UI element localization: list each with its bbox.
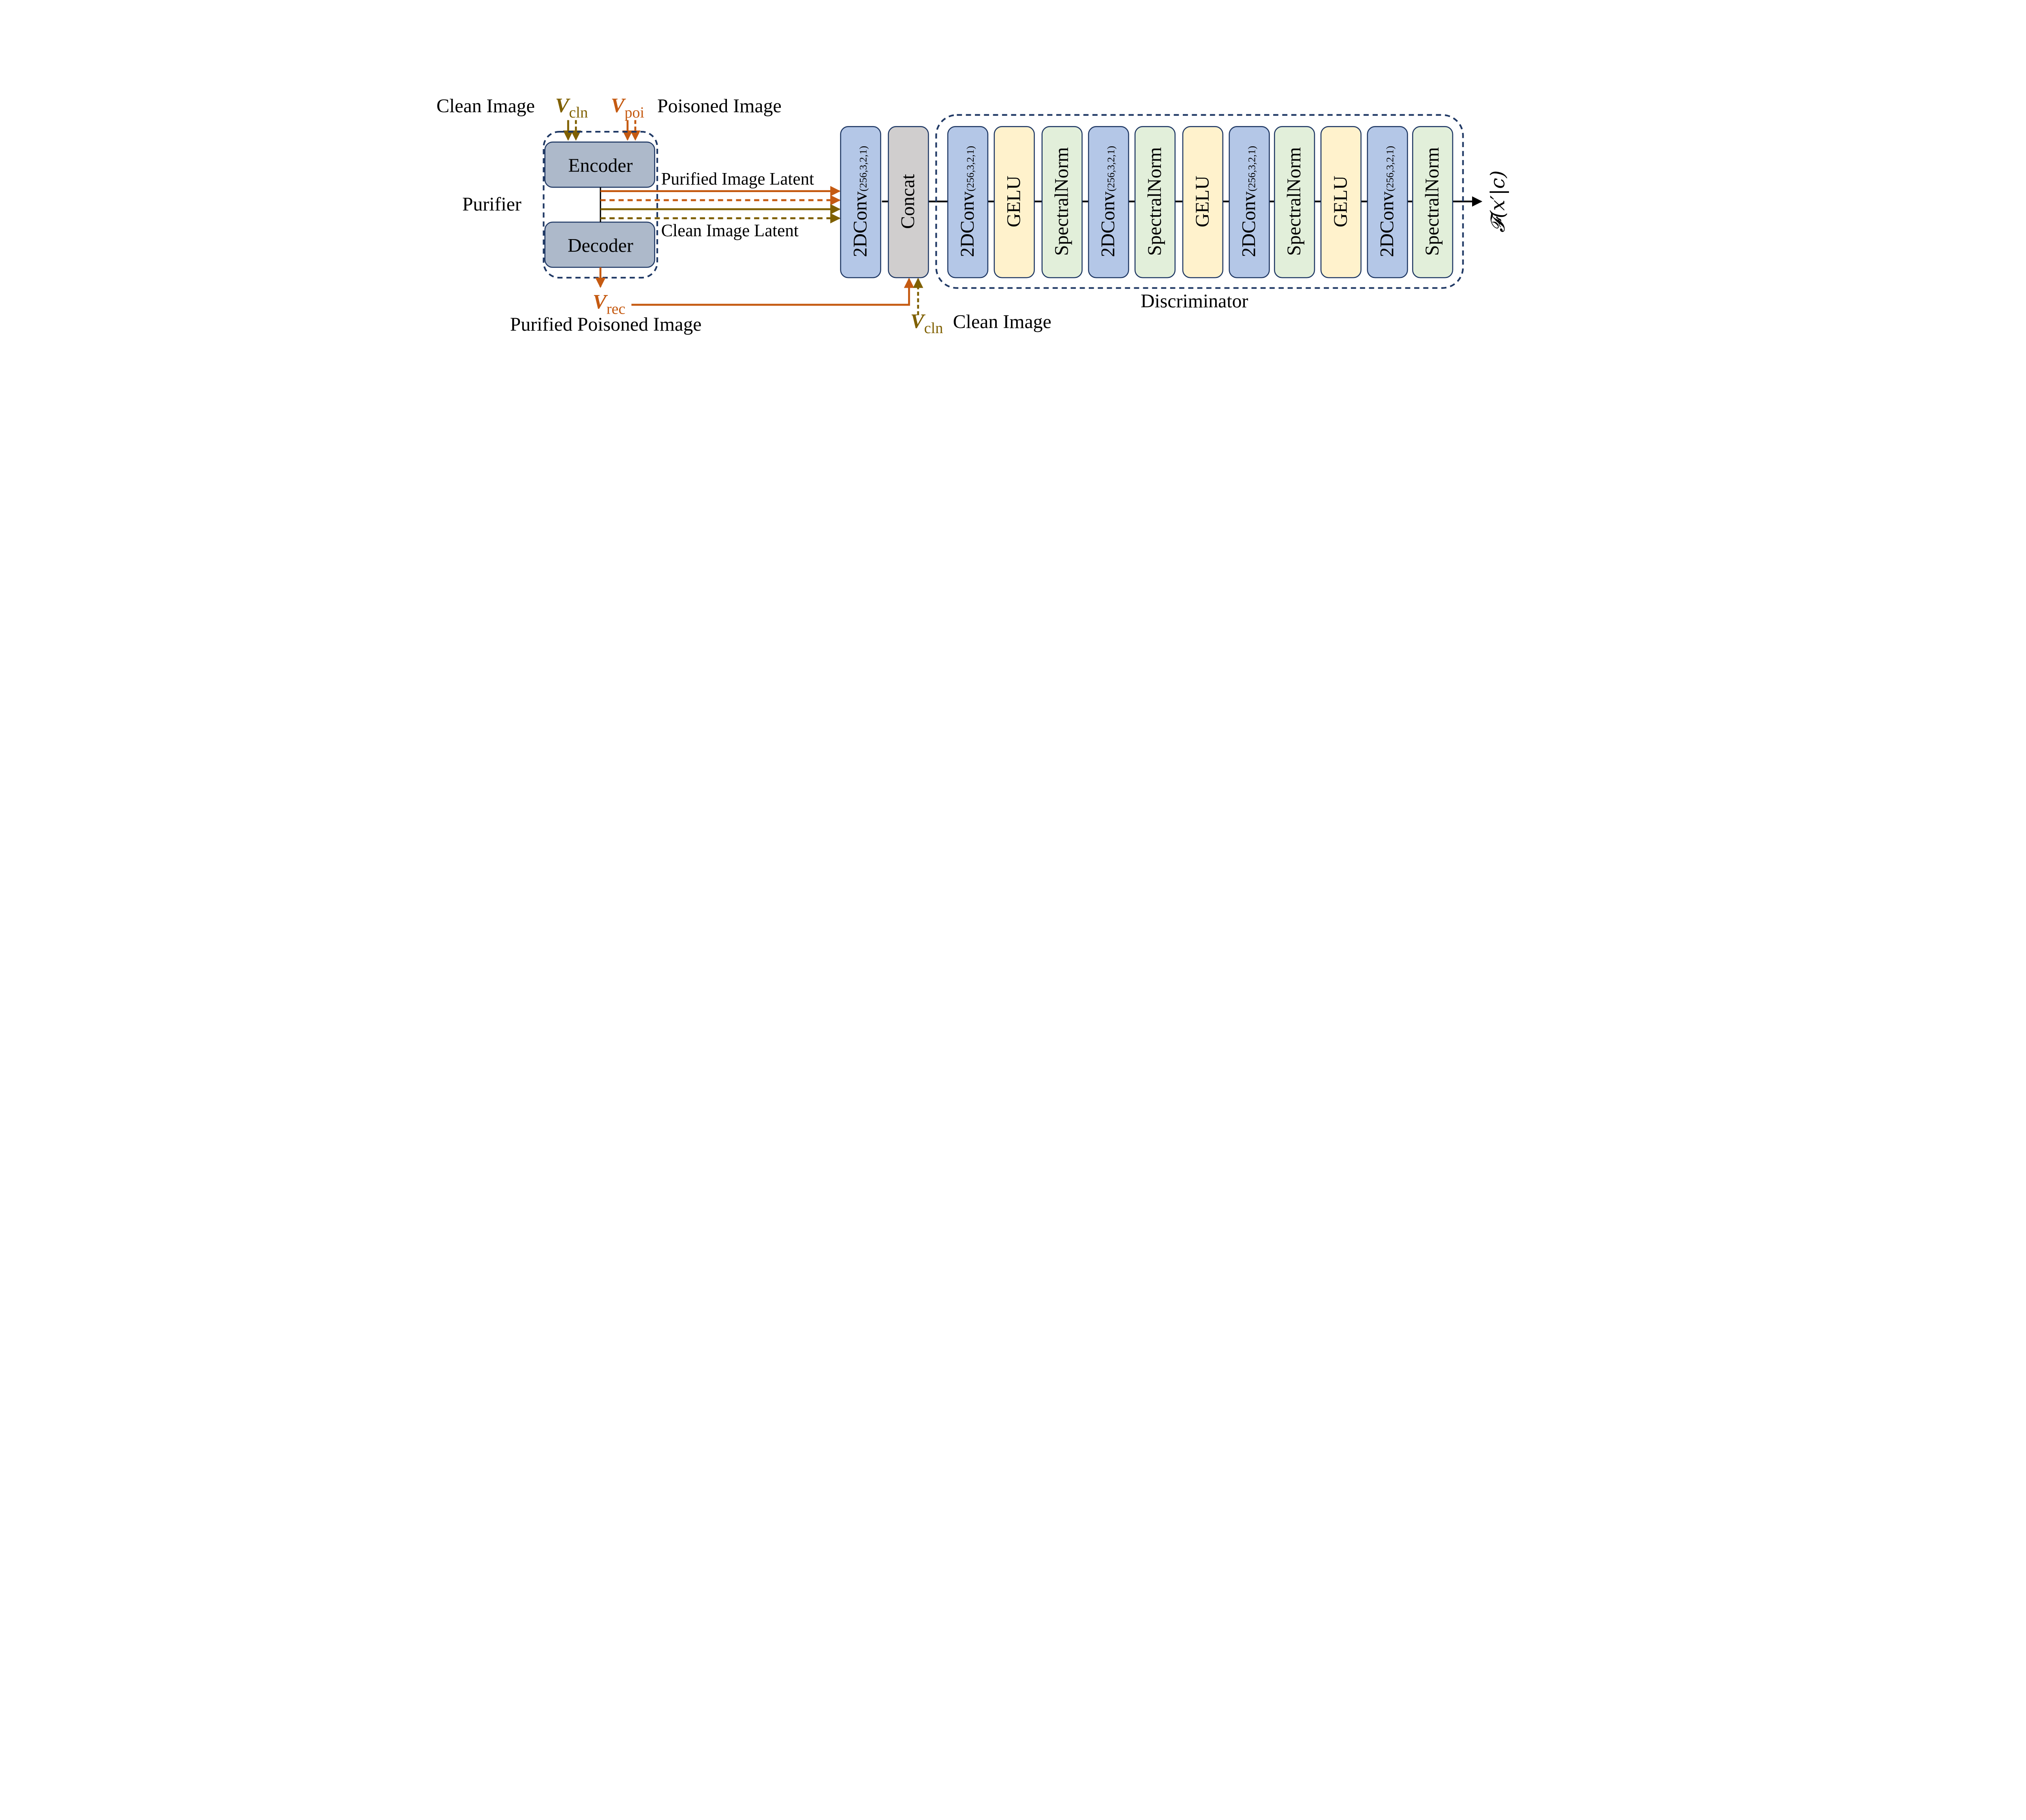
v-poi-top: Vpoi [611,94,644,121]
gelu-label: GELU [1003,175,1025,227]
spectralnorm-block [1274,126,1315,278]
conv-label: 2DConv(256,3,2,1) [1097,146,1119,257]
concat-clean-image-label: Clean Image [953,311,1051,332]
encoder-label: Encoder [568,155,633,176]
gelu-block [1320,126,1362,278]
gelu-block [994,126,1035,278]
v-rec: Vrec [593,291,626,318]
conv-block [840,126,881,278]
gelu-block [1182,126,1224,278]
spectralnorm-label: SpectralNorm [1051,147,1072,256]
architecture-diagram: Clean Image Vcln Vpoi Poisoned Image Pur… [436,94,1509,337]
conv-block [1088,126,1129,278]
clean-image-label: Clean Image [436,95,535,117]
conv-block [947,126,989,278]
concat-block [888,126,929,278]
discriminator-label: Discriminator [1141,290,1248,312]
purified-latent-label: Purified Image Latent [661,170,814,189]
rec-to-concat-arrow [631,278,915,306]
spectralnorm-block [1134,126,1176,278]
output-label: 𝓕(x′|c) [1487,171,1509,233]
blocks-group: 2DConv(256,3,2,1) Concat 2DConv(256,3,2,1)… [840,126,1453,278]
clean-latent-label: Clean Image Latent [661,221,799,240]
purifier-box [543,130,658,279]
conv-block [1367,126,1408,278]
conv-label: 2DConv(256,3,2,1) [849,146,871,257]
concat-label: Concat [897,174,919,229]
spectralnorm-label: SpectralNorm [1144,147,1165,256]
purified-poisoned-image-label: Purified Poisoned Image [510,314,702,335]
conv-label: 2DConv(256,3,2,1) [957,146,978,257]
gelu-label: GELU [1330,175,1351,227]
purifier-label: Purifier [462,193,521,215]
conv-block [1229,126,1270,278]
spectralnorm-block [1041,126,1083,278]
conv-label: 2DConv(256,3,2,1) [1238,146,1260,257]
spectralnorm-label: SpectralNorm [1421,147,1443,256]
discriminator-box [935,114,1464,289]
spectralnorm-block [1412,126,1453,278]
v-cln-bottom: Vcln [910,310,943,337]
conv-label: 2DConv(256,3,2,1) [1376,146,1398,257]
decoder-label: Decoder [568,235,633,256]
spectralnorm-label: SpectralNorm [1283,147,1305,256]
gelu-label: GELU [1192,175,1213,227]
v-cln-top: Vcln [555,94,588,121]
poisoned-image-label: Poisoned Image [657,95,782,117]
